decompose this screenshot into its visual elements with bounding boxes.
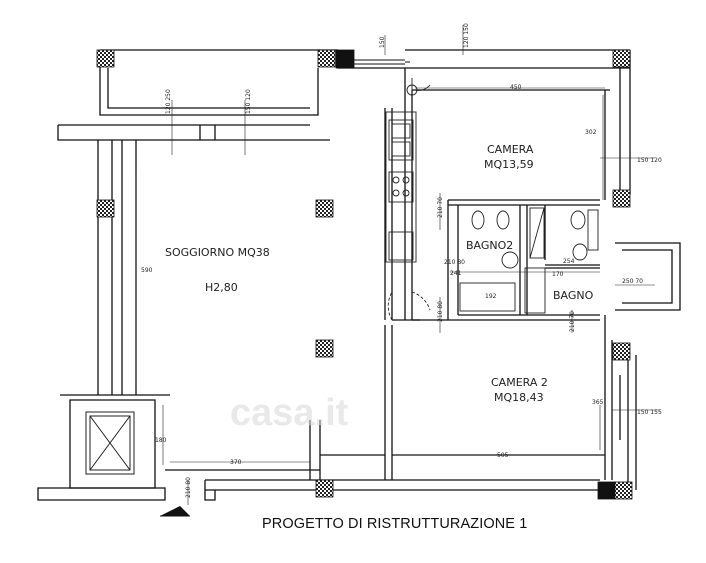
dimension-label: 150 155 [637, 409, 662, 416]
north-arrow-icon [160, 506, 190, 517]
room-label-soggiorno: SOGGIORNO MQ38 [165, 246, 270, 259]
room-label-camera-area: MQ13,59 [484, 158, 534, 171]
dimension-label: 210 80 [444, 259, 465, 266]
bathroom-fixtures [459, 207, 599, 314]
dimension-label: 150 120 [637, 157, 662, 164]
walls [37, 49, 681, 501]
dimension-label: 210 70 [569, 311, 576, 332]
room-label-camera2-area: MQ18,43 [494, 391, 544, 404]
dimension-label: 365 [592, 399, 604, 406]
dimension-lines [135, 25, 660, 505]
dimension-label: 150 120 [245, 89, 252, 114]
dimension-label: 250 70 [622, 278, 643, 285]
dimension-label: 370 [230, 459, 242, 466]
room-label-bagno2: BAGNO2 [466, 239, 513, 252]
dimension-label: 120 150 [463, 23, 470, 48]
dimension-label: 241 [450, 270, 462, 277]
dimension-label: 180 [155, 437, 167, 444]
dimension-label: 210 80 [185, 477, 192, 498]
dimension-label: 192 [485, 293, 497, 300]
elevator-shaft [85, 411, 135, 475]
window-lines [354, 59, 410, 65]
room-label-bagno: BAGNO [553, 289, 594, 302]
kitchen-counter [385, 111, 417, 263]
dimension-label: 450 [510, 84, 522, 91]
room-label-camera2: CAMERA 2 [491, 376, 548, 389]
dimension-label: 505 [497, 452, 509, 459]
room-label-camera: CAMERA [487, 143, 534, 156]
dimension-label: 120 250 [165, 89, 172, 114]
dimension-label: 210 70 [437, 197, 444, 218]
watermark-text: casa.it [230, 392, 349, 434]
dimension-label: 254 [563, 258, 575, 265]
room-label-soggiorno-height: H2,80 [205, 281, 238, 294]
door-swings [387, 78, 431, 321]
dimension-label: 302 [585, 129, 597, 136]
structural-columns [96, 49, 633, 500]
dimension-label: 210 80 [437, 301, 444, 322]
dimension-label: 170 [552, 271, 564, 278]
drawing-title: PROGETTO DI RISTRUTTURAZIONE 1 [262, 516, 528, 532]
dimension-label: 590 [141, 267, 153, 274]
dimension-label: 150 [379, 36, 386, 48]
